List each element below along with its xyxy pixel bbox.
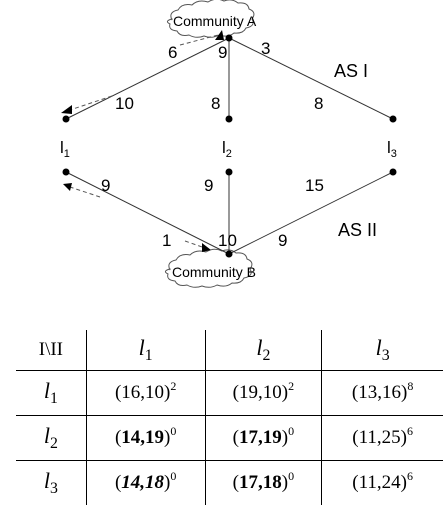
table-row: l3 (14,18)0 (17,18)0 (11,24)6 xyxy=(16,460,443,505)
weight-l3-lower: 15 xyxy=(305,176,324,195)
payoff-table: I\II l1 l2 l3 l1 (16,10)2 (19,10)2 (13,1… xyxy=(16,330,443,505)
weight-a-l3-top: 3 xyxy=(261,39,270,58)
as-2-label: AS II xyxy=(338,220,377,240)
weight-b-l1-bottom: 1 xyxy=(162,231,171,250)
dashed-arrow-to-b xyxy=(184,240,206,249)
table-cell: (17,18)0 xyxy=(204,460,322,505)
weight-a-center: 9 xyxy=(218,43,227,62)
row-header-l3: l3 xyxy=(16,460,87,505)
row-header-l1: l1 xyxy=(16,370,87,416)
col-header-l2: l2 xyxy=(204,330,322,371)
arrowhead-left-upper xyxy=(61,105,72,114)
table-cell: (17,19)0 xyxy=(204,415,322,461)
table-cell: (11,24)6 xyxy=(321,460,443,505)
link-label-l3: l3 xyxy=(387,138,397,160)
edge-weights: 6 9 3 10 8 8 9 9 15 1 10 9 xyxy=(101,39,324,250)
weight-b-l3-bottom: 9 xyxy=(278,231,287,250)
arrowhead-left-lower xyxy=(63,183,72,191)
dashed-arrow-b-l1 xyxy=(69,186,101,198)
table-cell: (13,16)8 xyxy=(321,370,443,416)
table-header-row: I\II l1 l2 l3 xyxy=(16,330,443,371)
weight-l1-lower: 9 xyxy=(101,176,110,195)
table-cell: (11,25)6 xyxy=(321,415,443,461)
node-l3-top xyxy=(389,115,397,123)
col-header-l3: l3 xyxy=(321,330,443,371)
weight-l1-upper: 10 xyxy=(115,94,134,113)
as-1-label: AS I xyxy=(334,61,368,81)
table-row: l2 (14,19)0 (17,19)0 (11,25)6 xyxy=(16,415,443,461)
community-b-label: Community B xyxy=(172,264,256,280)
dashed-arrows xyxy=(69,33,223,249)
table-row: l1 (16,10)2 (19,10)2 (13,16)8 xyxy=(16,370,443,416)
nodes xyxy=(62,34,397,258)
arrowheads xyxy=(61,30,224,252)
weight-b-center: 10 xyxy=(218,231,237,250)
dashed-arrow-to-a xyxy=(179,33,223,46)
table-cell: (14,18)0 xyxy=(85,460,206,505)
node-l2-bottom xyxy=(225,168,233,176)
network-diagram: Community A Community B l xyxy=(60,0,397,288)
community-a-cloud: Community A xyxy=(166,0,257,38)
link-label-l1: l1 xyxy=(60,138,70,160)
table-cell: (16,10)2 xyxy=(85,370,206,416)
node-l3-bottom xyxy=(389,168,397,176)
node-b xyxy=(225,250,233,258)
node-l1-top xyxy=(62,115,70,123)
node-l2-top xyxy=(225,115,233,123)
community-b-cloud: Community B xyxy=(164,248,256,288)
arrowhead-b xyxy=(202,243,211,252)
dashed-arrow-a-l1 xyxy=(69,95,113,111)
community-a-label: Community A xyxy=(173,13,257,29)
edge-l3-b xyxy=(228,171,394,255)
node-a xyxy=(225,34,233,42)
weight-l2-upper: 8 xyxy=(211,94,220,113)
edges xyxy=(65,37,394,255)
weight-l3-upper: 8 xyxy=(314,94,323,113)
node-l1-bottom xyxy=(62,168,70,176)
col-header-l1: l1 xyxy=(85,330,206,371)
edge-l1-b xyxy=(65,171,230,255)
row-header-l2: l2 xyxy=(16,415,87,461)
edge-a-l3 xyxy=(228,37,394,120)
weight-a-l1-top: 6 xyxy=(168,43,177,62)
weight-l2-lower: 9 xyxy=(204,176,213,195)
link-labels: l1 l2 l3 xyxy=(60,138,397,160)
table-cell: (19,10)2 xyxy=(204,370,322,416)
edge-a-l1 xyxy=(65,37,230,120)
arrowhead-a xyxy=(215,30,224,40)
table-corner: I\II xyxy=(38,339,64,360)
table-cell: (14,19)0 xyxy=(85,415,206,461)
link-label-l2: l2 xyxy=(222,138,232,160)
